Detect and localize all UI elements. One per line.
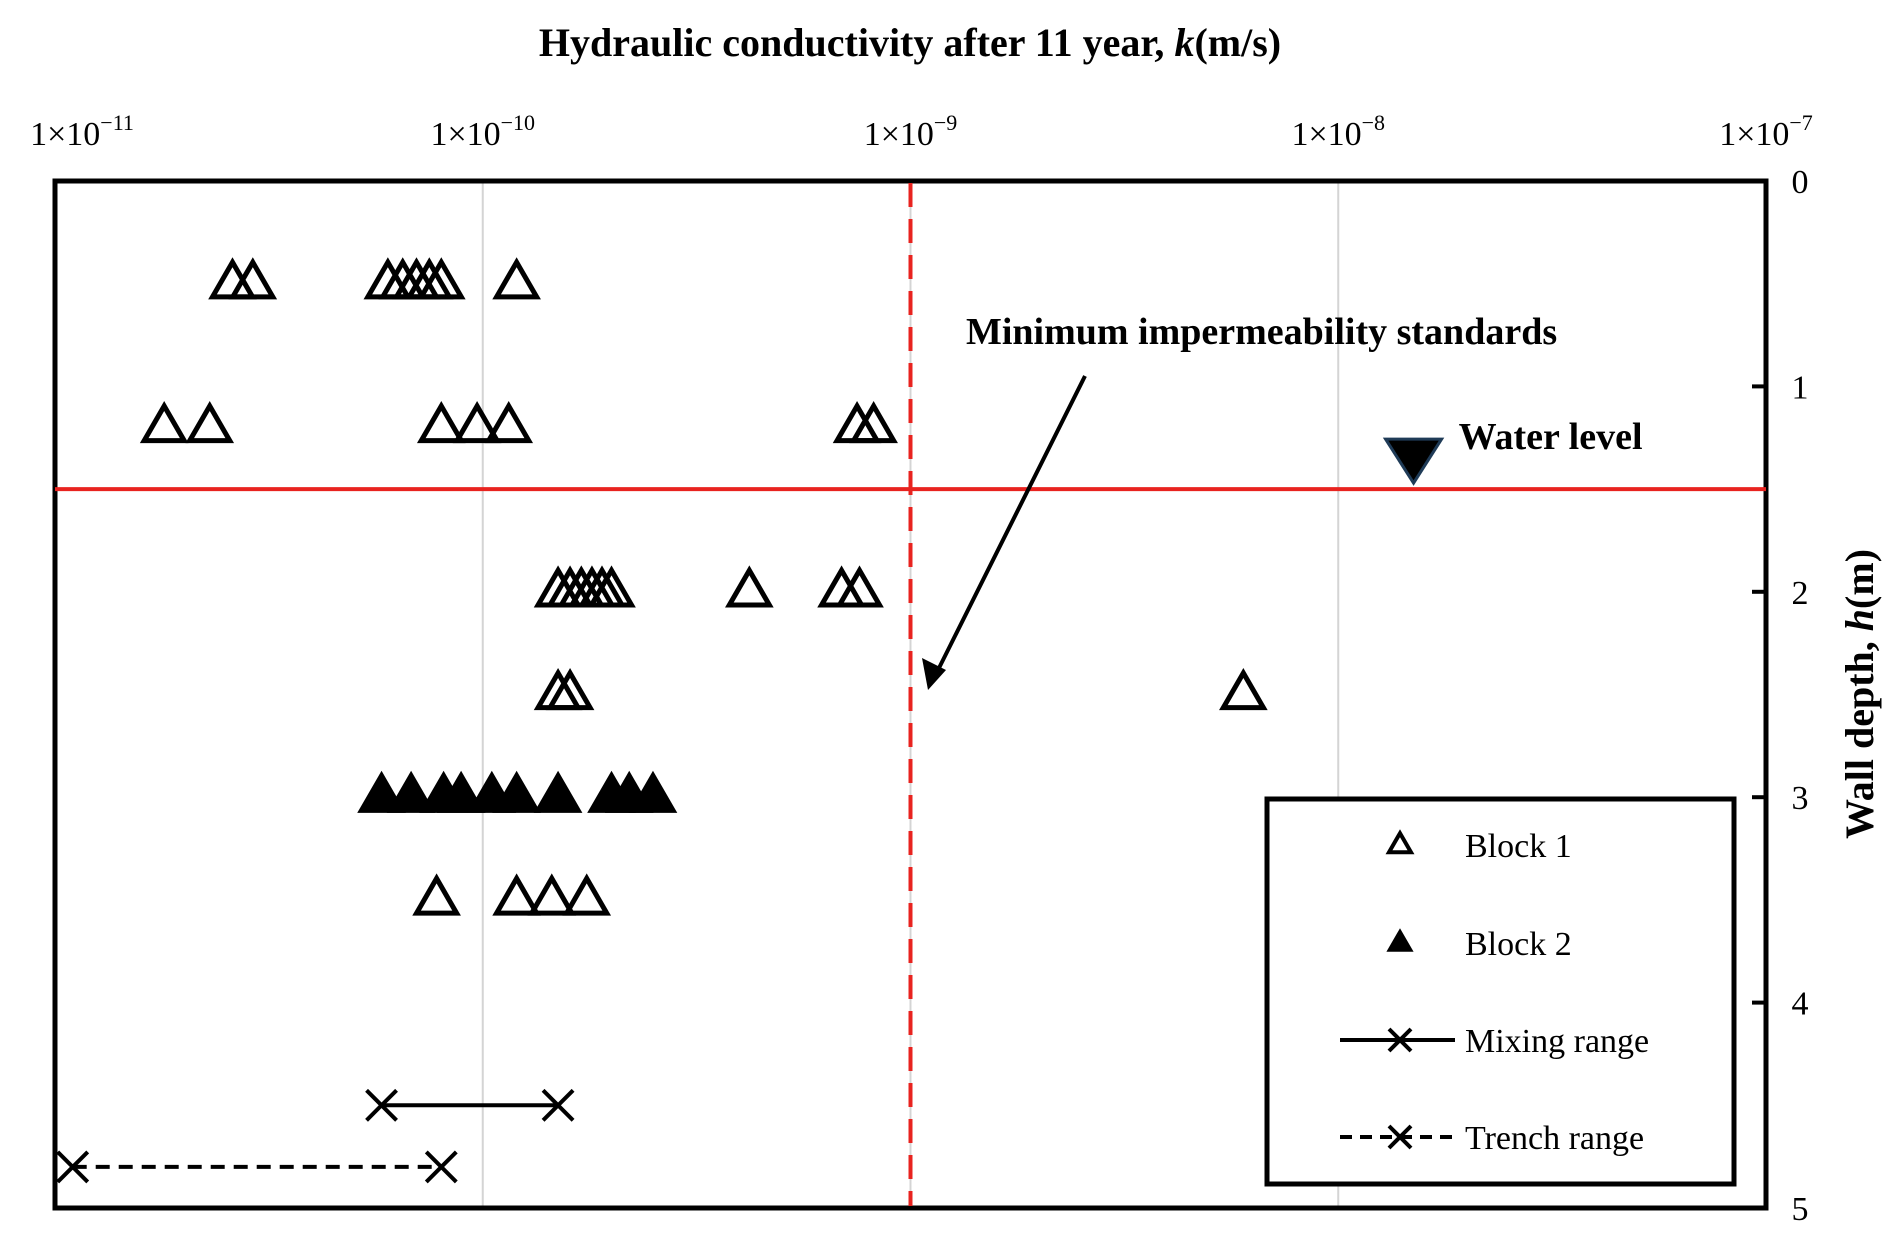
block-1-point (849, 401, 898, 444)
block-1-point (587, 565, 636, 608)
y-tick-label: 5 (1792, 1191, 1809, 1228)
block-2-point (357, 770, 406, 813)
legend-block-2-icon (1386, 928, 1414, 952)
block-2-point (386, 770, 436, 813)
y-axis-label-text-1: Wall depth, (1837, 631, 1882, 839)
standard-arrow (922, 375, 1087, 690)
x-tick-mantissa: 1×10 (430, 116, 500, 153)
x-tick-label: 1×10−8 (1291, 110, 1385, 153)
block-1-point (412, 873, 461, 916)
chart-title-var: k (1174, 20, 1194, 65)
block-1-point (416, 257, 466, 300)
plot-area-frame (52, 178, 1769, 1211)
block-2-point (533, 770, 583, 813)
chart-title-text-1: Hydraulic conductivity after 11 year, (539, 20, 1175, 65)
trench-range-point (424, 1150, 458, 1184)
x-tick-exponent: −11 (100, 110, 134, 135)
trench-range-point (56, 1150, 90, 1184)
block-1-point (835, 565, 884, 608)
block-1-point (527, 873, 577, 916)
block-1-point (492, 873, 541, 916)
arrow-shaft (936, 375, 1087, 671)
legend-cross-icon (1387, 1027, 1413, 1053)
block-1-point (139, 401, 189, 444)
block-1-point (452, 401, 502, 444)
block-1-point (185, 401, 235, 444)
legend-label: Mixing range (1465, 1023, 1649, 1060)
block-2-point (436, 770, 486, 813)
legend-cross-icon (1387, 1124, 1413, 1150)
x-tick-mantissa: 1×10 (864, 116, 934, 153)
x-tick-exponent: −10 (501, 110, 535, 135)
block-1-point (1219, 668, 1268, 711)
water-level-label: Water level (1459, 416, 1643, 458)
x-tick-label: 1×10−9 (864, 110, 958, 153)
mixing-range-point (541, 1088, 575, 1122)
mixing-range-point (365, 1088, 398, 1122)
y-tick-label: 1 (1792, 369, 1809, 406)
y-tick-label: 4 (1792, 986, 1809, 1023)
legend-box (1264, 796, 1737, 1187)
block-1-point (562, 873, 612, 916)
x-tick-mantissa: 1×10 (1719, 116, 1789, 153)
x-tick-label: 1×10−7 (1719, 110, 1813, 153)
legend-label: Block 1 (1465, 828, 1572, 865)
legend-block-1-icon (1385, 829, 1415, 855)
y-axis-label-var: h (1837, 609, 1882, 631)
block-1-point (208, 257, 257, 300)
x-tick-mantissa: 1×10 (30, 116, 100, 153)
x-tick-exponent: −8 (1362, 110, 1385, 135)
block-1-point (492, 257, 541, 300)
block-1-point (228, 257, 278, 300)
standard-annotation: Minimum impermeability standards (966, 311, 1557, 353)
legend-label: Trench range (1465, 1120, 1644, 1157)
x-tick-exponent: −7 (1789, 110, 1812, 135)
block-2-point (628, 770, 678, 813)
x-tick-label: 1×10−10 (430, 110, 535, 153)
chart-title: Hydraulic conductivity after 11 year, k(… (539, 20, 1281, 65)
block-2-point (492, 770, 541, 813)
block-1-point (725, 565, 774, 608)
series-block-1 (56, 257, 1268, 1184)
y-tick-label: 0 (1792, 164, 1809, 201)
x-tick-mantissa: 1×10 (1291, 116, 1361, 153)
chart-title-text-2: (m/s) (1194, 20, 1281, 65)
water-level-icon (1382, 437, 1445, 486)
y-tick-label: 2 (1792, 575, 1809, 612)
y-axis-label-text-2: (m) (1837, 549, 1882, 609)
x-tick-exponent: −9 (934, 110, 957, 135)
block-1-point (545, 668, 595, 711)
y-axis-label: Wall depth, h(m) (1837, 549, 1882, 839)
x-tick-label: 1×10−11 (30, 110, 134, 153)
y-tick-label: 3 (1792, 780, 1809, 817)
block-1-point (416, 401, 466, 444)
arrow-head (922, 658, 946, 690)
y-ticks: 0 1 2 3 4 5 (1752, 164, 1809, 1228)
legend-label: Block 2 (1465, 926, 1572, 963)
block-1-point (484, 401, 534, 444)
